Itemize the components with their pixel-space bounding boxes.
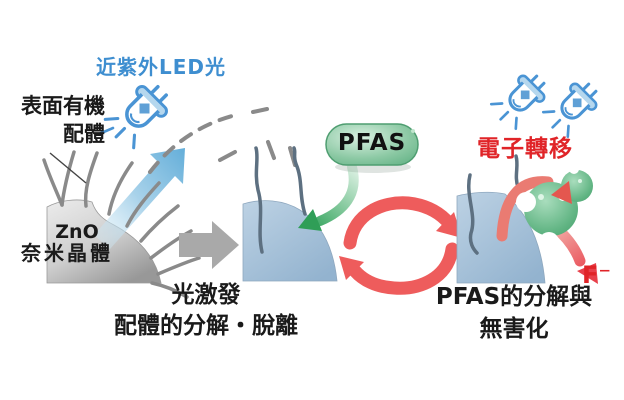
decomposition-caption-line2: 無害化 bbox=[479, 316, 549, 342]
zno-label: ZnO bbox=[55, 221, 99, 243]
nanocrystal-label: 奈米晶體 bbox=[21, 241, 113, 265]
uv-led-label: 近紫外LED光 bbox=[96, 55, 227, 79]
ligand-lines-icon bbox=[42, 150, 201, 299]
excited-particle bbox=[242, 146, 338, 282]
photoexcitation-caption: 光激發 配體的分解・脫離 bbox=[94, 280, 318, 342]
surface-ligand-label-line2: 配體 bbox=[63, 122, 105, 146]
reaction-cycle-arrows-icon bbox=[339, 196, 462, 295]
electron-transfer-arrowhead-icon bbox=[551, 181, 572, 204]
photoexcitation-caption-line1: 光激發 bbox=[171, 282, 241, 308]
decomposition-caption-line1: PFAS的分解與 bbox=[435, 284, 593, 310]
photoexcitation-arrow-icon bbox=[94, 148, 185, 249]
surface-ligand-label: 表面有機 配體 bbox=[0, 92, 105, 148]
pfas-capsule-label: PFAS bbox=[337, 130, 407, 156]
electron-transfer-label: 電子轉移 bbox=[477, 136, 573, 162]
electron-transfer-arrow-icon bbox=[496, 176, 554, 242]
uv-ray-dash-icon bbox=[97, 126, 115, 136]
transform-arrow-icon bbox=[179, 221, 239, 269]
label-pointer-line bbox=[49, 152, 87, 184]
led-icon bbox=[538, 73, 607, 142]
pfas-capsule-icon bbox=[325, 123, 419, 173]
surface-ligand-label-line1: 表面有機 bbox=[21, 94, 105, 118]
led-icon bbox=[100, 75, 178, 153]
photoexcitation-caption-line2: 配體的分解・脫離 bbox=[114, 313, 298, 339]
fluoride-ion-label: F⁻ bbox=[582, 261, 612, 289]
remaining-ligand-lines-icon bbox=[254, 146, 307, 254]
led-icon bbox=[486, 65, 555, 134]
adsorption-arrow-icon bbox=[298, 162, 359, 231]
decomposition-caption: PFAS的分解與 無害化 bbox=[416, 281, 612, 345]
